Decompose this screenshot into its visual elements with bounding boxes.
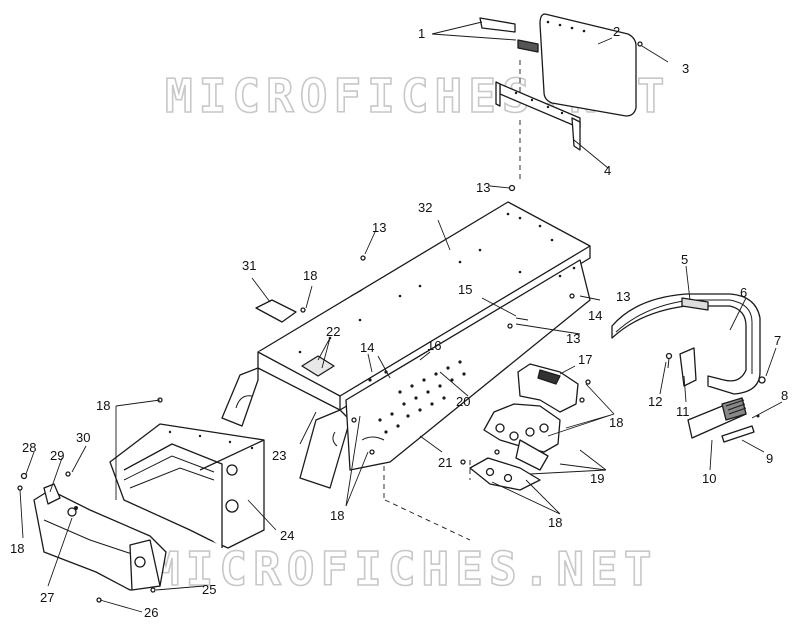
callout-13-flap: 13 <box>476 180 490 195</box>
decal-set <box>479 17 539 53</box>
bumper-decal <box>681 297 709 311</box>
rail-perforations <box>332 360 466 447</box>
mud-flap <box>539 13 637 117</box>
callout-31: 31 <box>242 258 256 273</box>
tunnel <box>221 201 591 489</box>
fasteners <box>17 41 643 603</box>
callout-12: 12 <box>648 394 662 409</box>
callout-30: 30 <box>76 430 90 445</box>
callout-6: 6 <box>740 285 747 300</box>
callout-8: 8 <box>781 388 788 403</box>
callout-5: 5 <box>681 252 688 267</box>
callout-18-bulkhead: 18 <box>96 398 110 413</box>
callout-3: 3 <box>682 61 689 76</box>
front-lower-frame <box>33 483 167 591</box>
callout-32: 32 <box>418 200 432 215</box>
callout-10: 10 <box>702 471 716 486</box>
callout-26: 26 <box>144 605 158 620</box>
reflector-bracket <box>687 397 747 439</box>
callout-20: 20 <box>456 394 470 409</box>
callout-18-lower: 18 <box>548 515 562 530</box>
callout-22: 22 <box>326 324 340 339</box>
callout-13-top: 13 <box>372 220 386 235</box>
reinforcement-plate <box>255 299 297 323</box>
callout-18-tunnel: 18 <box>330 508 344 523</box>
callout-9: 9 <box>766 451 773 466</box>
bumper-bracket <box>679 347 697 387</box>
callout-29: 29 <box>50 448 64 463</box>
callout-11: 11 <box>676 404 690 419</box>
callout-16: 16 <box>427 338 441 353</box>
assembly-line-bottom <box>383 448 471 541</box>
callout-18-plate: 18 <box>303 268 317 283</box>
decal-strip <box>721 425 755 443</box>
callout-14-side: 14 <box>360 340 374 355</box>
callout-1: 1 <box>418 26 425 41</box>
callout-4: 4 <box>604 163 611 178</box>
callout-15: 15 <box>458 282 472 297</box>
bolt <box>665 352 673 369</box>
leader-lines <box>19 21 783 613</box>
callout-13-rear: 13 <box>566 331 580 346</box>
callout-23: 23 <box>272 448 286 463</box>
nut <box>758 376 766 384</box>
callout-25: 25 <box>202 582 216 597</box>
flap-bracket <box>495 81 581 151</box>
callout-14-rear: 14 <box>588 308 602 323</box>
callout-7: 7 <box>774 333 781 348</box>
callout-19: 19 <box>590 471 604 486</box>
heat-exchanger-bracket <box>469 363 579 491</box>
callout-17: 17 <box>578 352 592 367</box>
callout-24: 24 <box>280 528 294 543</box>
callout-28: 28 <box>22 440 36 455</box>
callout-18-front: 18 <box>10 541 24 556</box>
watermark-bottom: MICROFICHES.NET <box>152 542 657 596</box>
callout-13-right: 13 <box>616 289 630 304</box>
callout-27: 27 <box>40 590 54 605</box>
callouts: 1 2 3 4 5 6 7 8 9 10 11 12 13 13 13 13 1… <box>10 24 788 620</box>
tunnel-plate <box>301 355 335 377</box>
callout-21: 21 <box>438 455 452 470</box>
front-bulkhead <box>109 423 265 549</box>
callout-2: 2 <box>613 24 620 39</box>
callout-18-bracket: 18 <box>609 415 623 430</box>
